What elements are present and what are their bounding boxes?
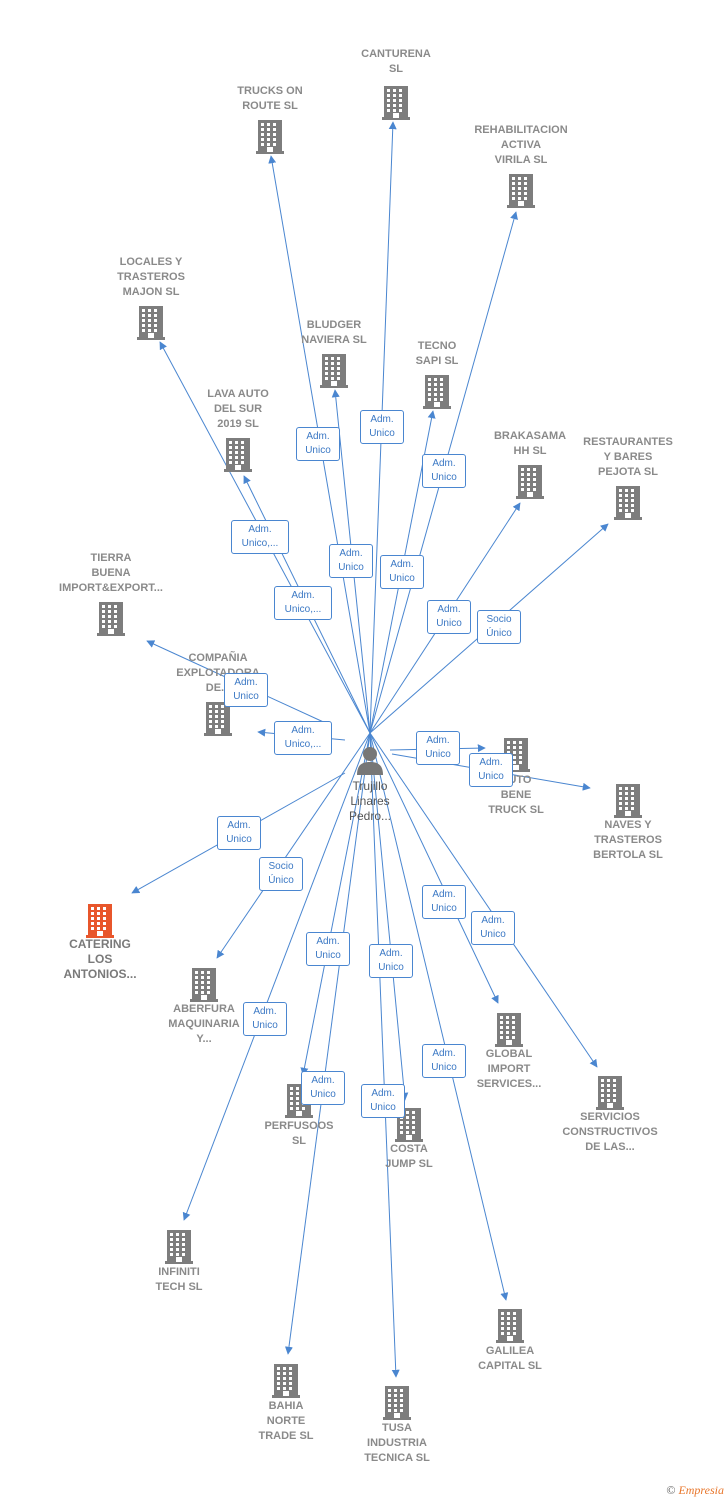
building-icon (318, 352, 350, 388)
building-icon (612, 782, 644, 818)
company-label: RESTAURANTES Y BARES PEJOTA SL (583, 436, 673, 478)
company-label: COSTA JUMP SL (385, 1143, 433, 1170)
company-label: CATERING LOS ANTONIOS... (63, 937, 137, 981)
edge-galilea (369, 732, 509, 1301)
building-icon (84, 902, 116, 938)
company-label: LOCALES Y TRASTEROS MAJON SL (117, 256, 185, 298)
building-icon (188, 966, 220, 1002)
edge-label-compania[interactable]: Adm. Unico,... (274, 721, 332, 755)
edge-tusa (369, 732, 400, 1378)
edge-label-costa-jump[interactable]: Adm. Unico (369, 944, 413, 978)
building-icon (270, 1362, 302, 1398)
edge-servicios (369, 732, 598, 1068)
company-label: BAHIA NORTE TRADE SL (258, 1400, 314, 1442)
edge-label-brakasama[interactable]: Adm. Unico (427, 600, 471, 634)
company-label: GALILEA CAPITAL SL (478, 1345, 542, 1372)
footer-brand: © Empresia (666, 1483, 724, 1498)
edge-label-auto-bene[interactable]: Adm. Unico (416, 731, 460, 765)
company-label: BLUDGER NAVIERA SL (301, 319, 367, 346)
edge-label-global-import[interactable]: Adm. Unico (422, 885, 466, 919)
center-person-label: Trujillo Linares Pedro... (348, 779, 392, 823)
edge-label-restaurantes[interactable]: Socio Único (477, 610, 521, 644)
building-icon (393, 1106, 425, 1142)
building-icon (505, 172, 537, 208)
building-icon (254, 118, 286, 154)
person-icon (357, 747, 383, 775)
company-label: BRAKASAMA HH SL (493, 430, 567, 457)
edge-label-locales-trasteros[interactable]: Adm. Unico,... (231, 520, 289, 554)
edge-label-aberfura[interactable]: Socio Único (259, 857, 303, 891)
edge-label-servicios[interactable]: Adm. Unico (471, 911, 515, 945)
edge-label-bahia-norte[interactable]: Adm. Unico (301, 1071, 345, 1105)
building-icon (202, 700, 234, 736)
company-label: INFINITI TECH SL (155, 1266, 203, 1293)
building-icon (381, 1384, 413, 1420)
edge-label-lava-auto[interactable]: Adm. Unico,... (274, 586, 332, 620)
brand-logo-text: Empresia (678, 1483, 724, 1497)
edge-label-galilea[interactable]: Adm. Unico (422, 1044, 466, 1078)
edge-label-catering[interactable]: Adm. Unico (217, 816, 261, 850)
edge-bahia-norte (284, 732, 371, 1355)
edge-perfusoos (300, 732, 371, 1076)
company-label: CANTURENA SL (361, 48, 431, 75)
company-label: REHABILITACION ACTIVA VIRILA SL (474, 124, 568, 166)
edge-label-bludger[interactable]: Adm. Unico (329, 544, 373, 578)
building-icon (594, 1074, 626, 1110)
building-icon (95, 600, 127, 636)
company-label: TIERRA BUENA IMPORT&EXPORT... (59, 552, 163, 594)
edge-label-canturena[interactable]: Adm. Unico (360, 410, 404, 444)
building-icon (163, 1228, 195, 1264)
edge-global-import (369, 732, 499, 1004)
company-label: SERVICIOS CONSTRUCTIVOS DE LAS... (562, 1111, 658, 1153)
edge-costa-jump (369, 732, 409, 1101)
company-label: TECNO SAPI SL (415, 340, 459, 367)
building-icon (494, 1307, 526, 1343)
edge-label-trucks-on-route[interactable]: Adm. Unico (296, 427, 340, 461)
company-label: TUSA INDUSTRIA TECNICA SL (364, 1422, 430, 1464)
building-icon (514, 463, 546, 499)
building-icon (493, 1011, 525, 1047)
building-icon (380, 84, 412, 120)
edge-label-tecno-sapi[interactable]: Adm. Unico (380, 555, 424, 589)
edge-infiniti (182, 732, 371, 1221)
edge-label-infiniti[interactable]: Adm. Unico (243, 1002, 287, 1036)
building-icon (222, 436, 254, 472)
building-icon (612, 484, 644, 520)
building-icon (135, 304, 167, 340)
edge-label-tierra-buena[interactable]: Adm. Unico (224, 673, 268, 707)
edge-label-perfusoos[interactable]: Adm. Unico (306, 932, 350, 966)
edge-label-naves[interactable]: Adm. Unico (469, 753, 513, 787)
company-label: ABERFURA MAQUINARIA Y... (168, 1003, 240, 1045)
building-icon (421, 373, 453, 409)
company-label: NAVES Y TRASTEROS BERTOLA SL (593, 819, 663, 861)
company-label: AUTO BENE TRUCK SL (488, 774, 544, 816)
company-label: PERFUSOOS SL (264, 1120, 334, 1147)
company-label: GLOBAL IMPORT SERVICES... (476, 1048, 542, 1090)
company-label: LAVA AUTO DEL SUR 2019 SL (207, 388, 269, 430)
edge-label-tusa[interactable]: Adm. Unico (361, 1084, 405, 1118)
company-label: TRUCKS ON ROUTE SL (237, 85, 303, 112)
copyright-symbol: © (666, 1483, 676, 1497)
edge-label-rehabilitacion[interactable]: Adm. Unico (422, 454, 466, 488)
edge-aberfura (216, 732, 371, 959)
